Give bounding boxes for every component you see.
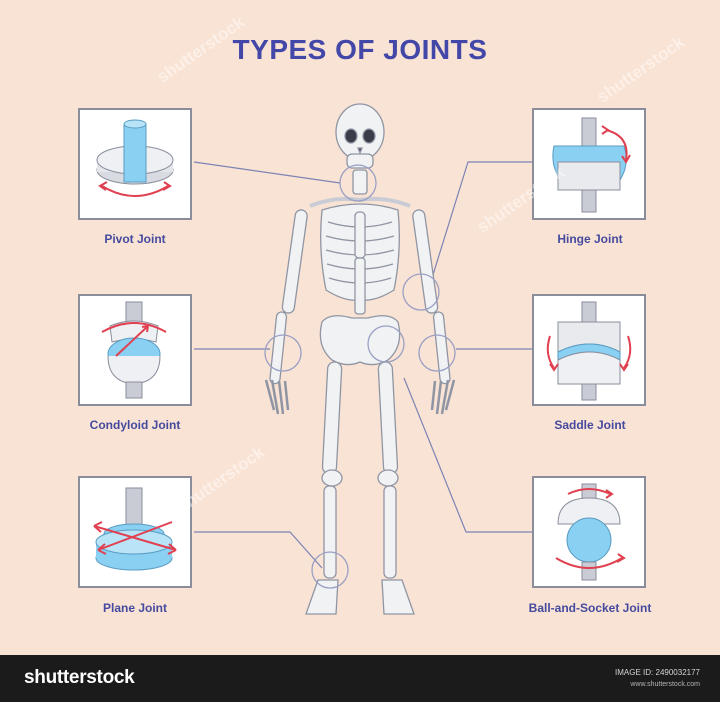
plane-joint-label: Plane Joint xyxy=(102,601,167,615)
page-title: TYPES OF JOINTS xyxy=(232,34,488,65)
condyloid-joint-icon xyxy=(101,301,167,399)
hinge-joint-icon xyxy=(552,117,631,213)
condyloid-joint-card xyxy=(78,294,192,406)
site-url-text: www.shutterstock.com xyxy=(630,681,700,688)
plane-joint-icon xyxy=(93,487,177,571)
joint-highlight-circles xyxy=(264,164,456,589)
footer-bar: shutterstock IMAGE ID: 2490032177 www.sh… xyxy=(0,655,720,702)
connector-lines xyxy=(193,161,532,569)
infographic: TYPES OF JOINTS xyxy=(78,12,688,615)
saddle-joint-card xyxy=(532,294,646,406)
pivot-joint-card xyxy=(78,108,192,220)
saddle-joint-icon xyxy=(546,301,632,401)
hinge-joint-card xyxy=(532,108,646,220)
image-id-text: IMAGE ID: 2490032177 xyxy=(615,668,700,677)
hinge-joint-label: Hinge Joint xyxy=(557,232,623,246)
ball-and-socket-joint-label: Ball-and-Socket Joint xyxy=(528,601,652,615)
condyloid-joint-label: Condyloid Joint xyxy=(89,418,181,432)
shutterstock-logo: shutterstock xyxy=(24,667,135,688)
skeleton-figure xyxy=(193,103,532,615)
plane-joint-card xyxy=(78,476,192,588)
skeleton-body xyxy=(264,103,456,615)
pivot-joint-label: Pivot Joint xyxy=(104,232,166,246)
saddle-joint-label: Saddle Joint xyxy=(554,418,626,432)
pivot-joint-icon xyxy=(96,119,174,197)
ball-and-socket-joint-card xyxy=(532,476,646,588)
ball-and-socket-joint-icon xyxy=(555,483,626,581)
